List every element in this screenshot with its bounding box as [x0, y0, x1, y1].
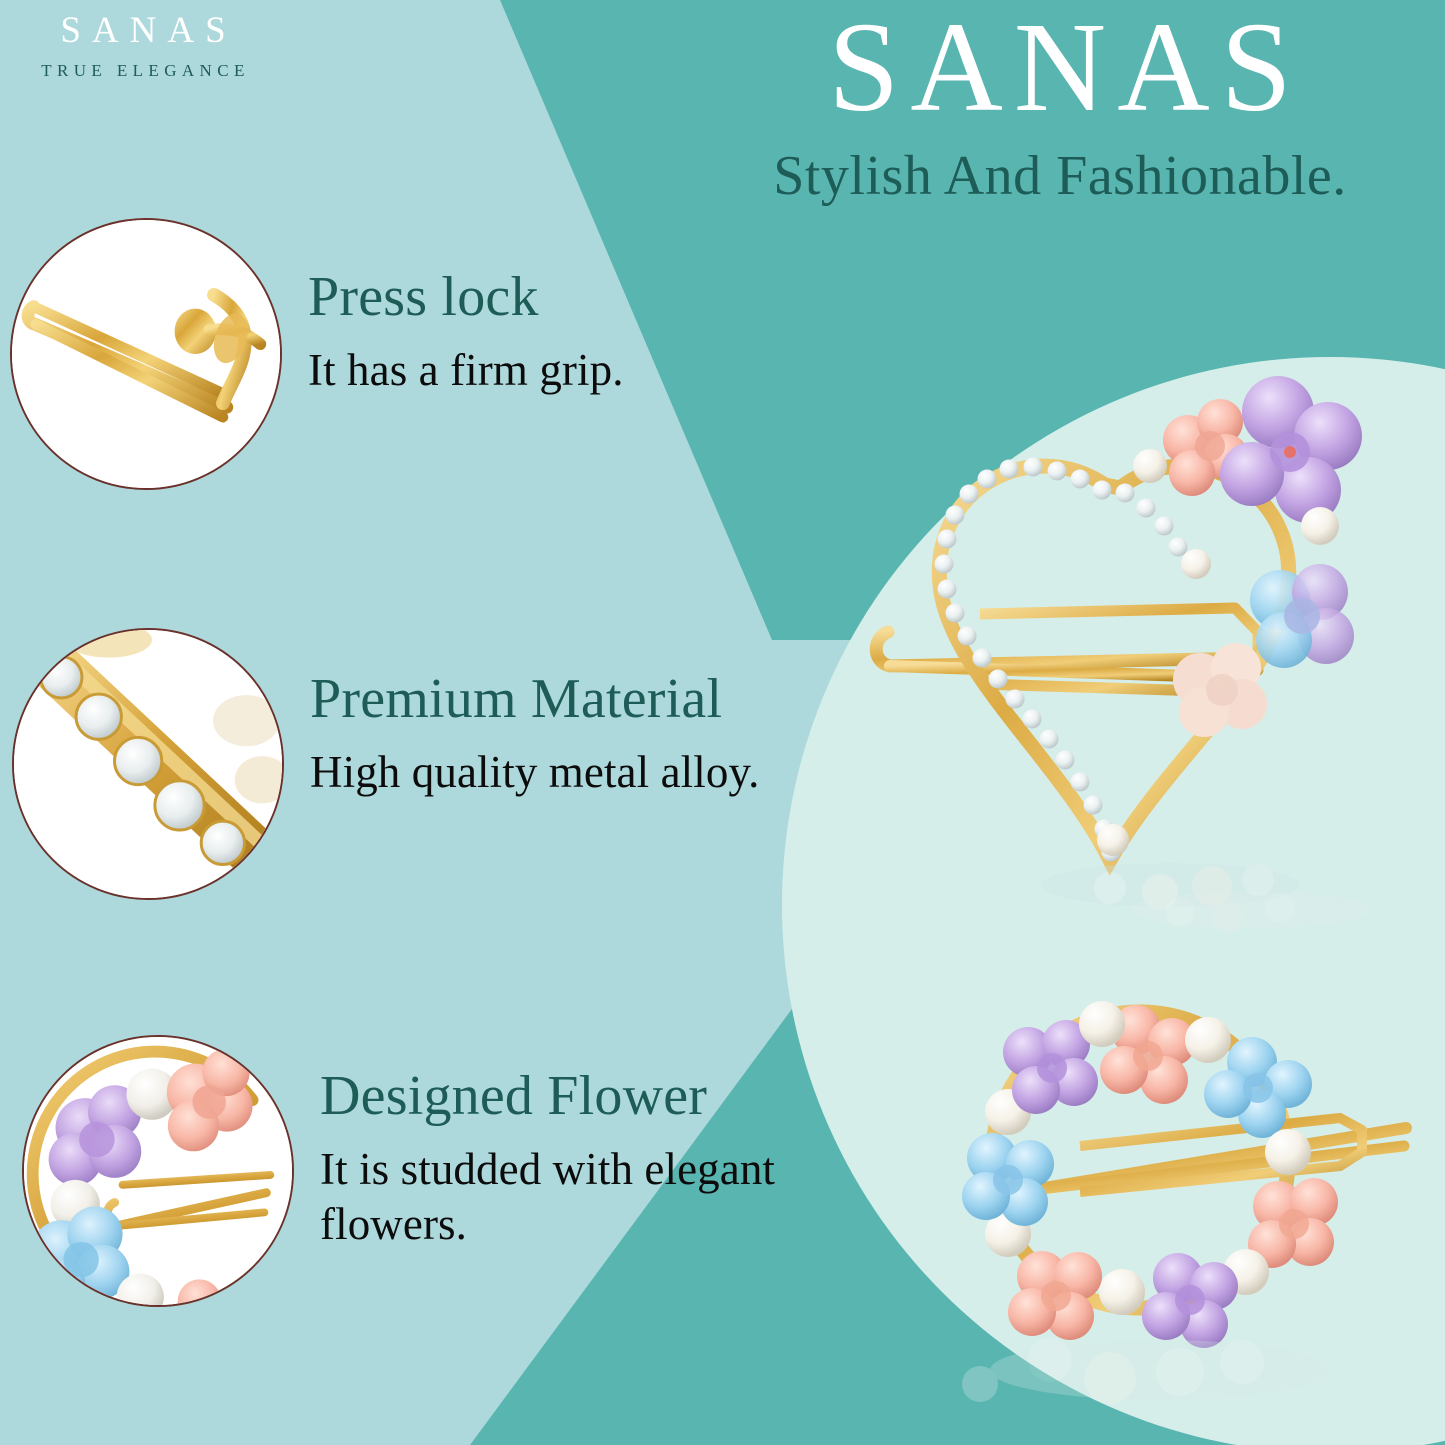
feature-title: Designed Flower	[320, 1065, 708, 1127]
pearl	[116, 1273, 164, 1305]
headline-block: SANAS Stylish And Fashionable.	[690, 2, 1430, 211]
pearl	[126, 1068, 178, 1120]
brand-logo: SANAS TRUE ELEGANCE	[18, 8, 268, 84]
feature-description: High quality metal alloy.	[310, 746, 760, 797]
feature-title: Press lock	[308, 266, 539, 328]
brand-logo-name: SANAS	[60, 10, 237, 51]
feature-description: It is studded with elegant flowers.	[320, 1143, 776, 1249]
feature-text-block: Press lock It has a firm grip.	[282, 218, 812, 398]
feature-row: Press lock It has a firm grip.	[10, 218, 812, 490]
page-title: SANAS	[828, 0, 1303, 138]
flower-purple	[48, 1085, 142, 1186]
press-lock-clip-photo-icon	[12, 220, 280, 488]
flower-cluster-photo-icon	[24, 1037, 292, 1305]
rhinestone-band-photo-icon	[14, 630, 282, 898]
page-subtitle: Stylish And Fashionable.	[773, 144, 1347, 207]
feature-text-block: Designed Flower It is studded with elega…	[294, 1035, 824, 1252]
feature-title: Premium Material	[310, 668, 723, 730]
feature-description: It has a firm grip.	[308, 344, 624, 395]
premium-material-thumbnail	[12, 628, 284, 900]
designed-flower-thumbnail	[22, 1035, 294, 1307]
feature-text-block: Premium Material High quality metal allo…	[284, 628, 814, 800]
feature-row: Designed Flower It is studded with elega…	[22, 1035, 824, 1307]
press-lock-thumbnail	[10, 218, 282, 490]
brand-logo-tagline: TRUE ELEGANCE	[41, 61, 250, 81]
feature-row: Premium Material High quality metal allo…	[12, 628, 814, 900]
